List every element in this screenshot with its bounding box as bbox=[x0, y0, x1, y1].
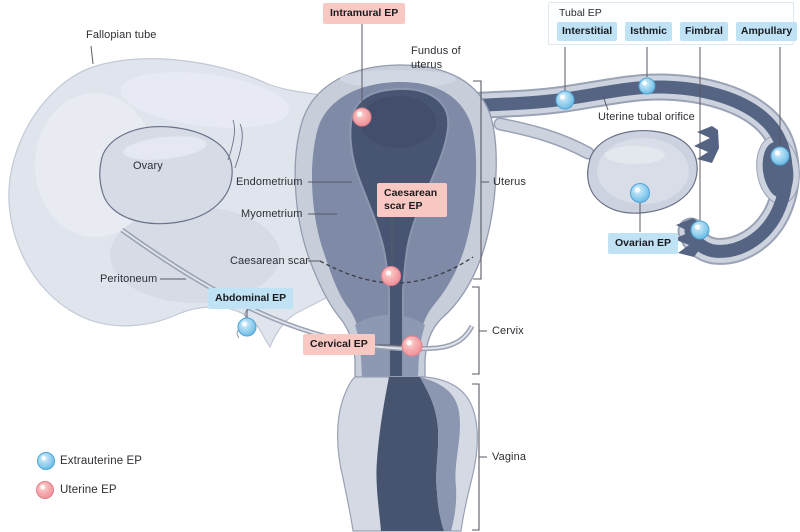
label-peritoneum: Peritoneum bbox=[100, 273, 158, 285]
badge-caesarean-scar-ep: Caesarean scar EP bbox=[377, 183, 447, 218]
uterus-bracket bbox=[473, 80, 489, 280]
label-fallopian-tube: Fallopian tube bbox=[86, 29, 157, 41]
uterine-cavity bbox=[349, 87, 450, 378]
label-cervix: Cervix bbox=[492, 325, 524, 337]
label-endometrium: Endometrium bbox=[236, 176, 303, 188]
cavity-dark-core bbox=[360, 96, 436, 148]
marker-ampullary-ep bbox=[770, 146, 790, 166]
left-tube-shading bbox=[110, 207, 280, 303]
badge-cervical-ep: Cervical EP bbox=[303, 334, 375, 356]
tubal-ep-group-box: Tubal EP Interstitial Isthmic Fimbral Am… bbox=[548, 2, 798, 45]
left-ovary-highlight bbox=[123, 136, 207, 160]
label-myometrium: Myometrium bbox=[241, 208, 303, 220]
label-ovary: Ovary bbox=[133, 160, 163, 172]
label-uterus: Uterus bbox=[493, 176, 526, 188]
marker-isthmic-ep bbox=[638, 77, 656, 95]
ovarian-ligament-lines bbox=[227, 119, 243, 169]
marker-fimbral-ep bbox=[690, 220, 710, 240]
legend-uterine-label: Uterine EP bbox=[60, 484, 117, 496]
vaginal-midband bbox=[420, 377, 460, 531]
vaginal-canal bbox=[376, 377, 444, 531]
badge-interstitial-ep: Interstitial bbox=[557, 22, 618, 42]
marker-ovarian-ep bbox=[630, 183, 650, 203]
badge-isthmic-ep: Isthmic bbox=[625, 22, 672, 42]
cervix-bracket bbox=[472, 286, 487, 375]
label-caesarean-scar: Caesarean scar bbox=[230, 255, 310, 267]
right-ovary-highlight bbox=[605, 146, 665, 164]
fundus-highlight bbox=[340, 70, 456, 88]
badge-ampullary-ep: Ampullary bbox=[735, 22, 798, 42]
tubal-ep-group-title: Tubal EP bbox=[559, 7, 602, 19]
badge-intramural-ep: Intramural EP bbox=[323, 3, 406, 25]
legend-uterine-swatch bbox=[36, 481, 54, 499]
label-fundus-of-uterus: Fundus of uterus bbox=[411, 45, 461, 71]
legend-extrauterine-swatch bbox=[37, 452, 55, 470]
label-uterine-tubal-orifice: Uterine tubal orifice bbox=[598, 111, 695, 123]
badge-ovarian-ep: Ovarian EP bbox=[608, 233, 679, 255]
legend-extrauterine-label: Extrauterine EP bbox=[60, 455, 143, 467]
left-tube-highlight2 bbox=[120, 72, 290, 128]
marker-intramural-ep bbox=[352, 107, 372, 127]
tubal-ep-badge-row: Interstitial Isthmic Fimbral Ampullary bbox=[557, 22, 798, 42]
badge-abdominal-ep: Abdominal EP bbox=[208, 288, 294, 310]
marker-caesarean-scar-ep bbox=[381, 266, 401, 286]
marker-interstitial-ep bbox=[555, 90, 575, 110]
right-ovary-stalk bbox=[495, 119, 593, 158]
leader-lines bbox=[90, 22, 781, 346]
marker-cervical-ep bbox=[401, 335, 423, 357]
right-fimbriae-top bbox=[694, 126, 719, 163]
vagina-bracket bbox=[472, 383, 487, 531]
badge-fimbral-ep: Fimbral bbox=[679, 22, 728, 42]
marker-abdominal-ep bbox=[237, 317, 257, 337]
label-vagina: Vagina bbox=[492, 451, 527, 463]
